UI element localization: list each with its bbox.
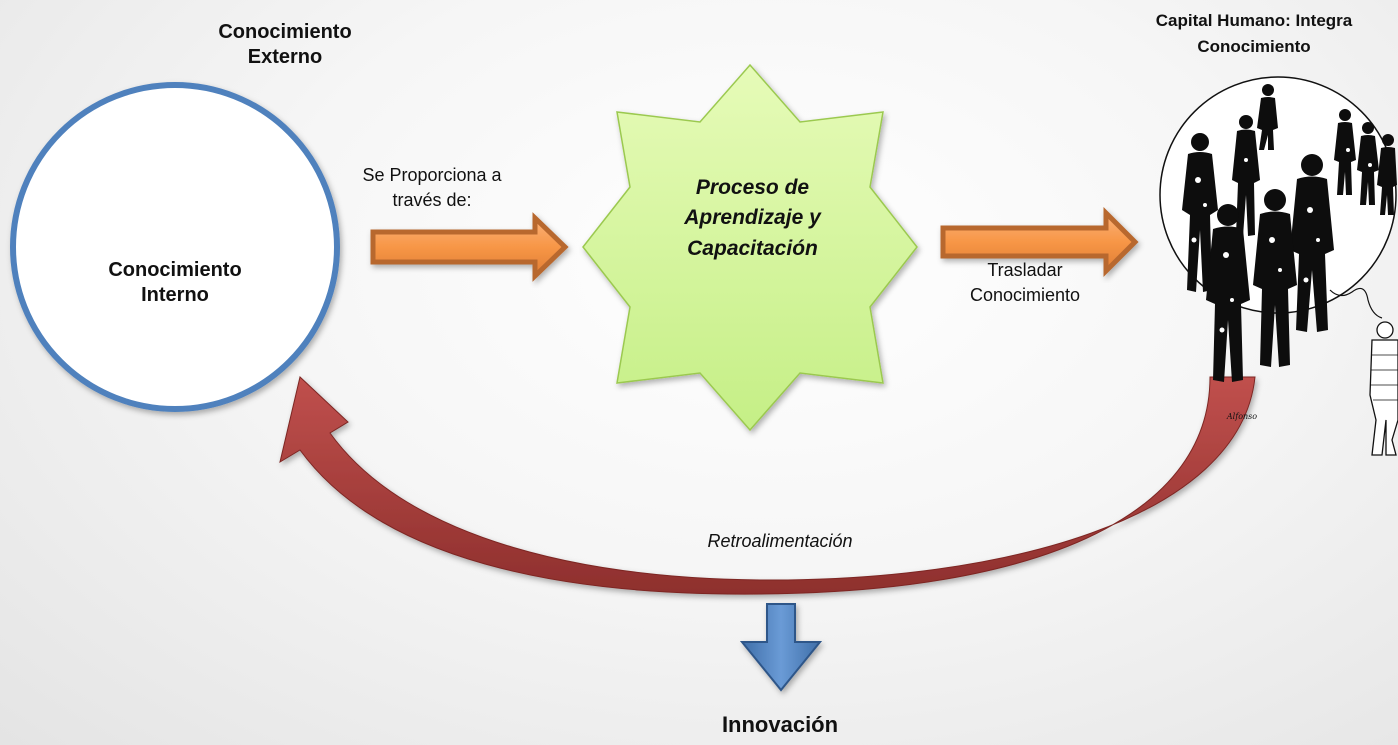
internal-knowledge-label: Conocimiento Interno: [108, 259, 242, 306]
transfer-knowledge-label: Trasladar Conocimiento: [969, 260, 1081, 306]
innovation-label: Innovación: [721, 712, 839, 737]
internal-knowledge-circle: [10, 82, 340, 412]
feedback-arrow: [279, 376, 1256, 595]
learning-process-star: [582, 63, 918, 432]
provide-arrow: [370, 212, 569, 282]
learning-process-label: Proceso de Aprendizaje y Capacitación: [684, 176, 821, 260]
people-silhouettes-icon: [1159, 76, 1398, 456]
external-knowledge-label: Conocimiento Externo: [218, 21, 352, 68]
provided-through-label: Se Proporciona a través de:: [362, 165, 502, 211]
human-capital-label: Capital Humano: Integra Conocimiento: [1155, 11, 1353, 56]
transfer-arrow: [940, 206, 1139, 278]
innovation-arrow: [739, 603, 823, 692]
feedback-label: Retroalimentación: [707, 531, 853, 551]
signature-text: Alfonso: [1226, 412, 1258, 421]
